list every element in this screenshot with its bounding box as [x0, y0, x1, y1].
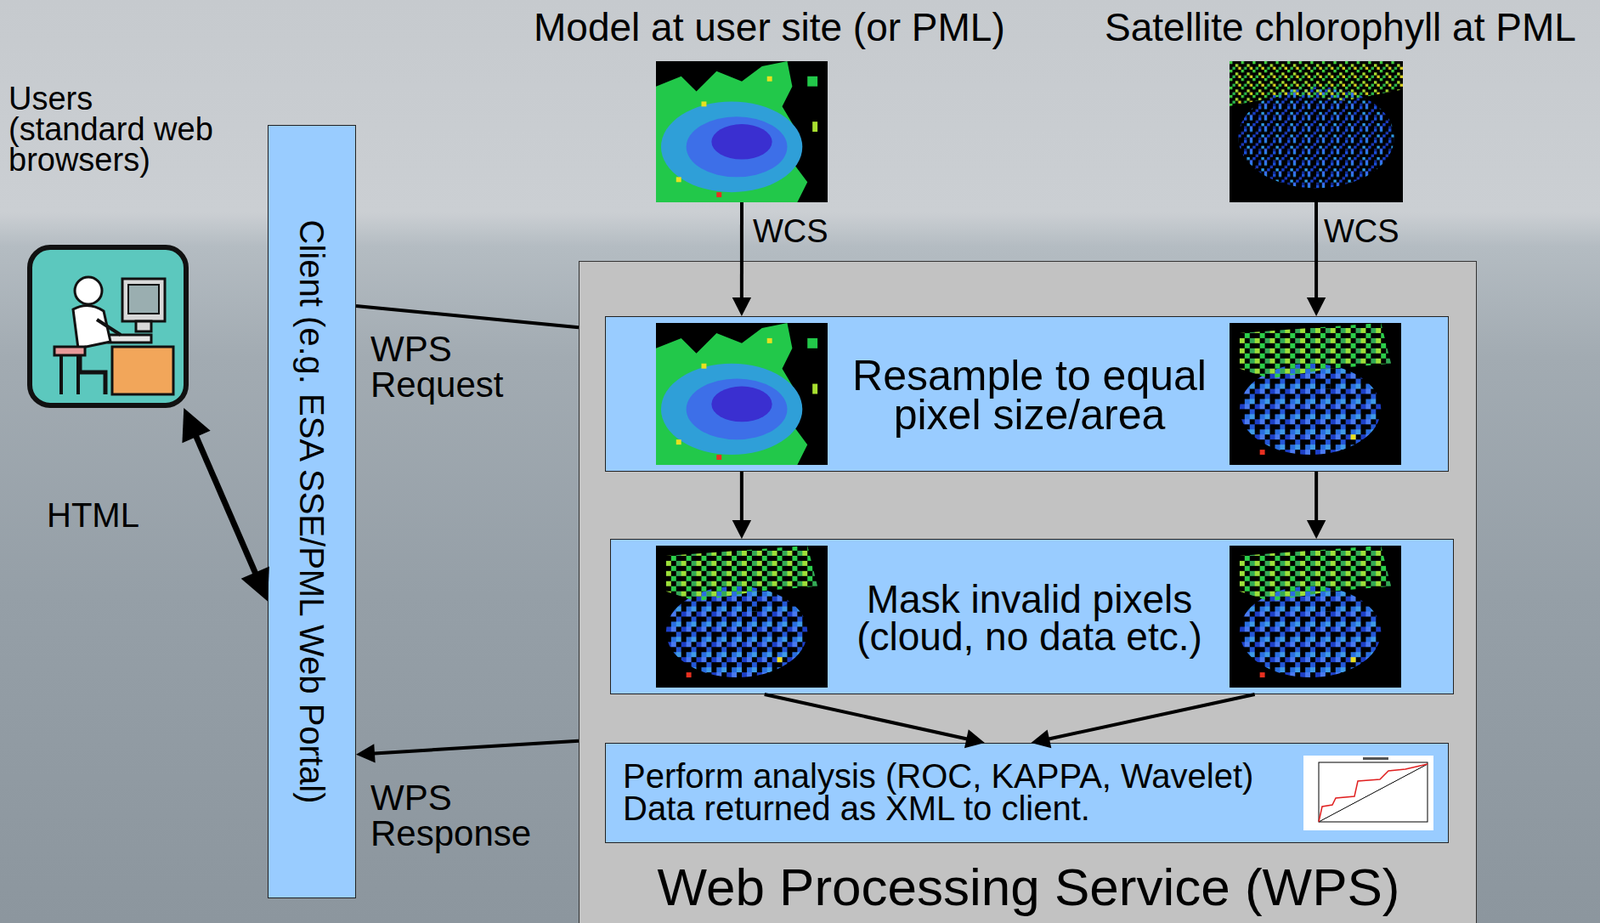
analysis-label: Perform analysis (ROC, KAPPA, Wavelet) — [622, 759, 1254, 792]
edge-label: HTML — [46, 495, 140, 535]
users-heading: Users (standard web browsers) — [8, 83, 226, 176]
client-bar: Client (e.g. ESA SSE/PML Web Portal) — [267, 124, 357, 899]
connector-line — [740, 202, 744, 301]
connector-arrow — [732, 202, 752, 317]
connector-arrow — [764, 694, 985, 748]
arrow-head — [732, 297, 752, 317]
masked-satellite-map — [1229, 545, 1402, 688]
roc-chart — [1303, 755, 1434, 831]
connector-arrow — [1306, 202, 1326, 317]
arrow-head — [1306, 520, 1326, 539]
analysis-step: Perform analysis (ROC, KAPPA, Wavelet)Da… — [604, 742, 1449, 843]
arrow-head — [732, 520, 752, 539]
connector-line — [740, 471, 744, 524]
edge-label: WPS Request — [370, 331, 524, 403]
wps-box: Web Processing Service (WPS) Resample to … — [578, 260, 1477, 923]
analysis-note: Data returned as XML to client. — [622, 791, 1091, 825]
connector-line — [356, 305, 579, 328]
arrow-head — [241, 565, 270, 601]
connector-arrow — [1306, 471, 1326, 539]
satellite-heading: Satellite chlorophyll at PML — [1104, 5, 1577, 50]
edge-label: WPS Response — [370, 780, 554, 852]
masked-model-map — [655, 545, 828, 688]
connector-line — [1314, 202, 1318, 301]
connector-line — [193, 430, 258, 578]
connector-arrow — [181, 407, 269, 602]
text-area: Mask invalid pixels (cloud, no data etc.… — [833, 546, 1226, 689]
text-area: Web Processing Service (WPS) — [587, 853, 1470, 922]
arrow-head — [1030, 729, 1052, 748]
text-area: Resample to equal pixel size/area — [833, 323, 1226, 466]
edge-label: WCS — [752, 212, 829, 250]
resample-step: Resample to equal pixel size/area — [604, 316, 1449, 472]
model-map — [655, 61, 828, 203]
user-node: Users (standard web browsers) — [27, 244, 189, 408]
connector-line — [371, 740, 579, 754]
connector-arrow — [356, 305, 579, 328]
resampled-model-map — [655, 322, 828, 465]
satellite-map — [1229, 61, 1403, 203]
resampled-satellite-map — [1229, 322, 1402, 465]
arrow-head — [964, 729, 985, 748]
step-label: Mask invalid pixels (cloud, no data etc.… — [833, 580, 1226, 656]
arrow-head — [181, 407, 210, 443]
connector-arrow — [732, 471, 752, 539]
satellite-image-node: Satellite chlorophyll at PML — [1229, 61, 1403, 203]
connector-arrow — [1030, 694, 1255, 748]
connector-line — [1045, 694, 1256, 740]
connector-line — [1314, 471, 1318, 524]
connector-line — [764, 694, 971, 740]
user-icon — [29, 247, 187, 406]
connector-arrow — [356, 740, 579, 764]
model-image-node: Model at user site (or PML) — [655, 61, 828, 203]
step-label: Resample to equal pixel size/area — [833, 356, 1226, 435]
edge-label: WCS — [1323, 212, 1400, 250]
client-label: Client (e.g. ESA SSE/PML Web Portal) — [292, 220, 332, 804]
mask-step: Mask invalid pixels (cloud, no data etc.… — [610, 538, 1454, 695]
arrow-head — [1306, 297, 1326, 317]
arrow-head — [356, 743, 376, 763]
wps-title: Web Processing Service (WPS) — [657, 857, 1401, 917]
model-heading: Model at user site (or PML) — [533, 5, 1006, 50]
